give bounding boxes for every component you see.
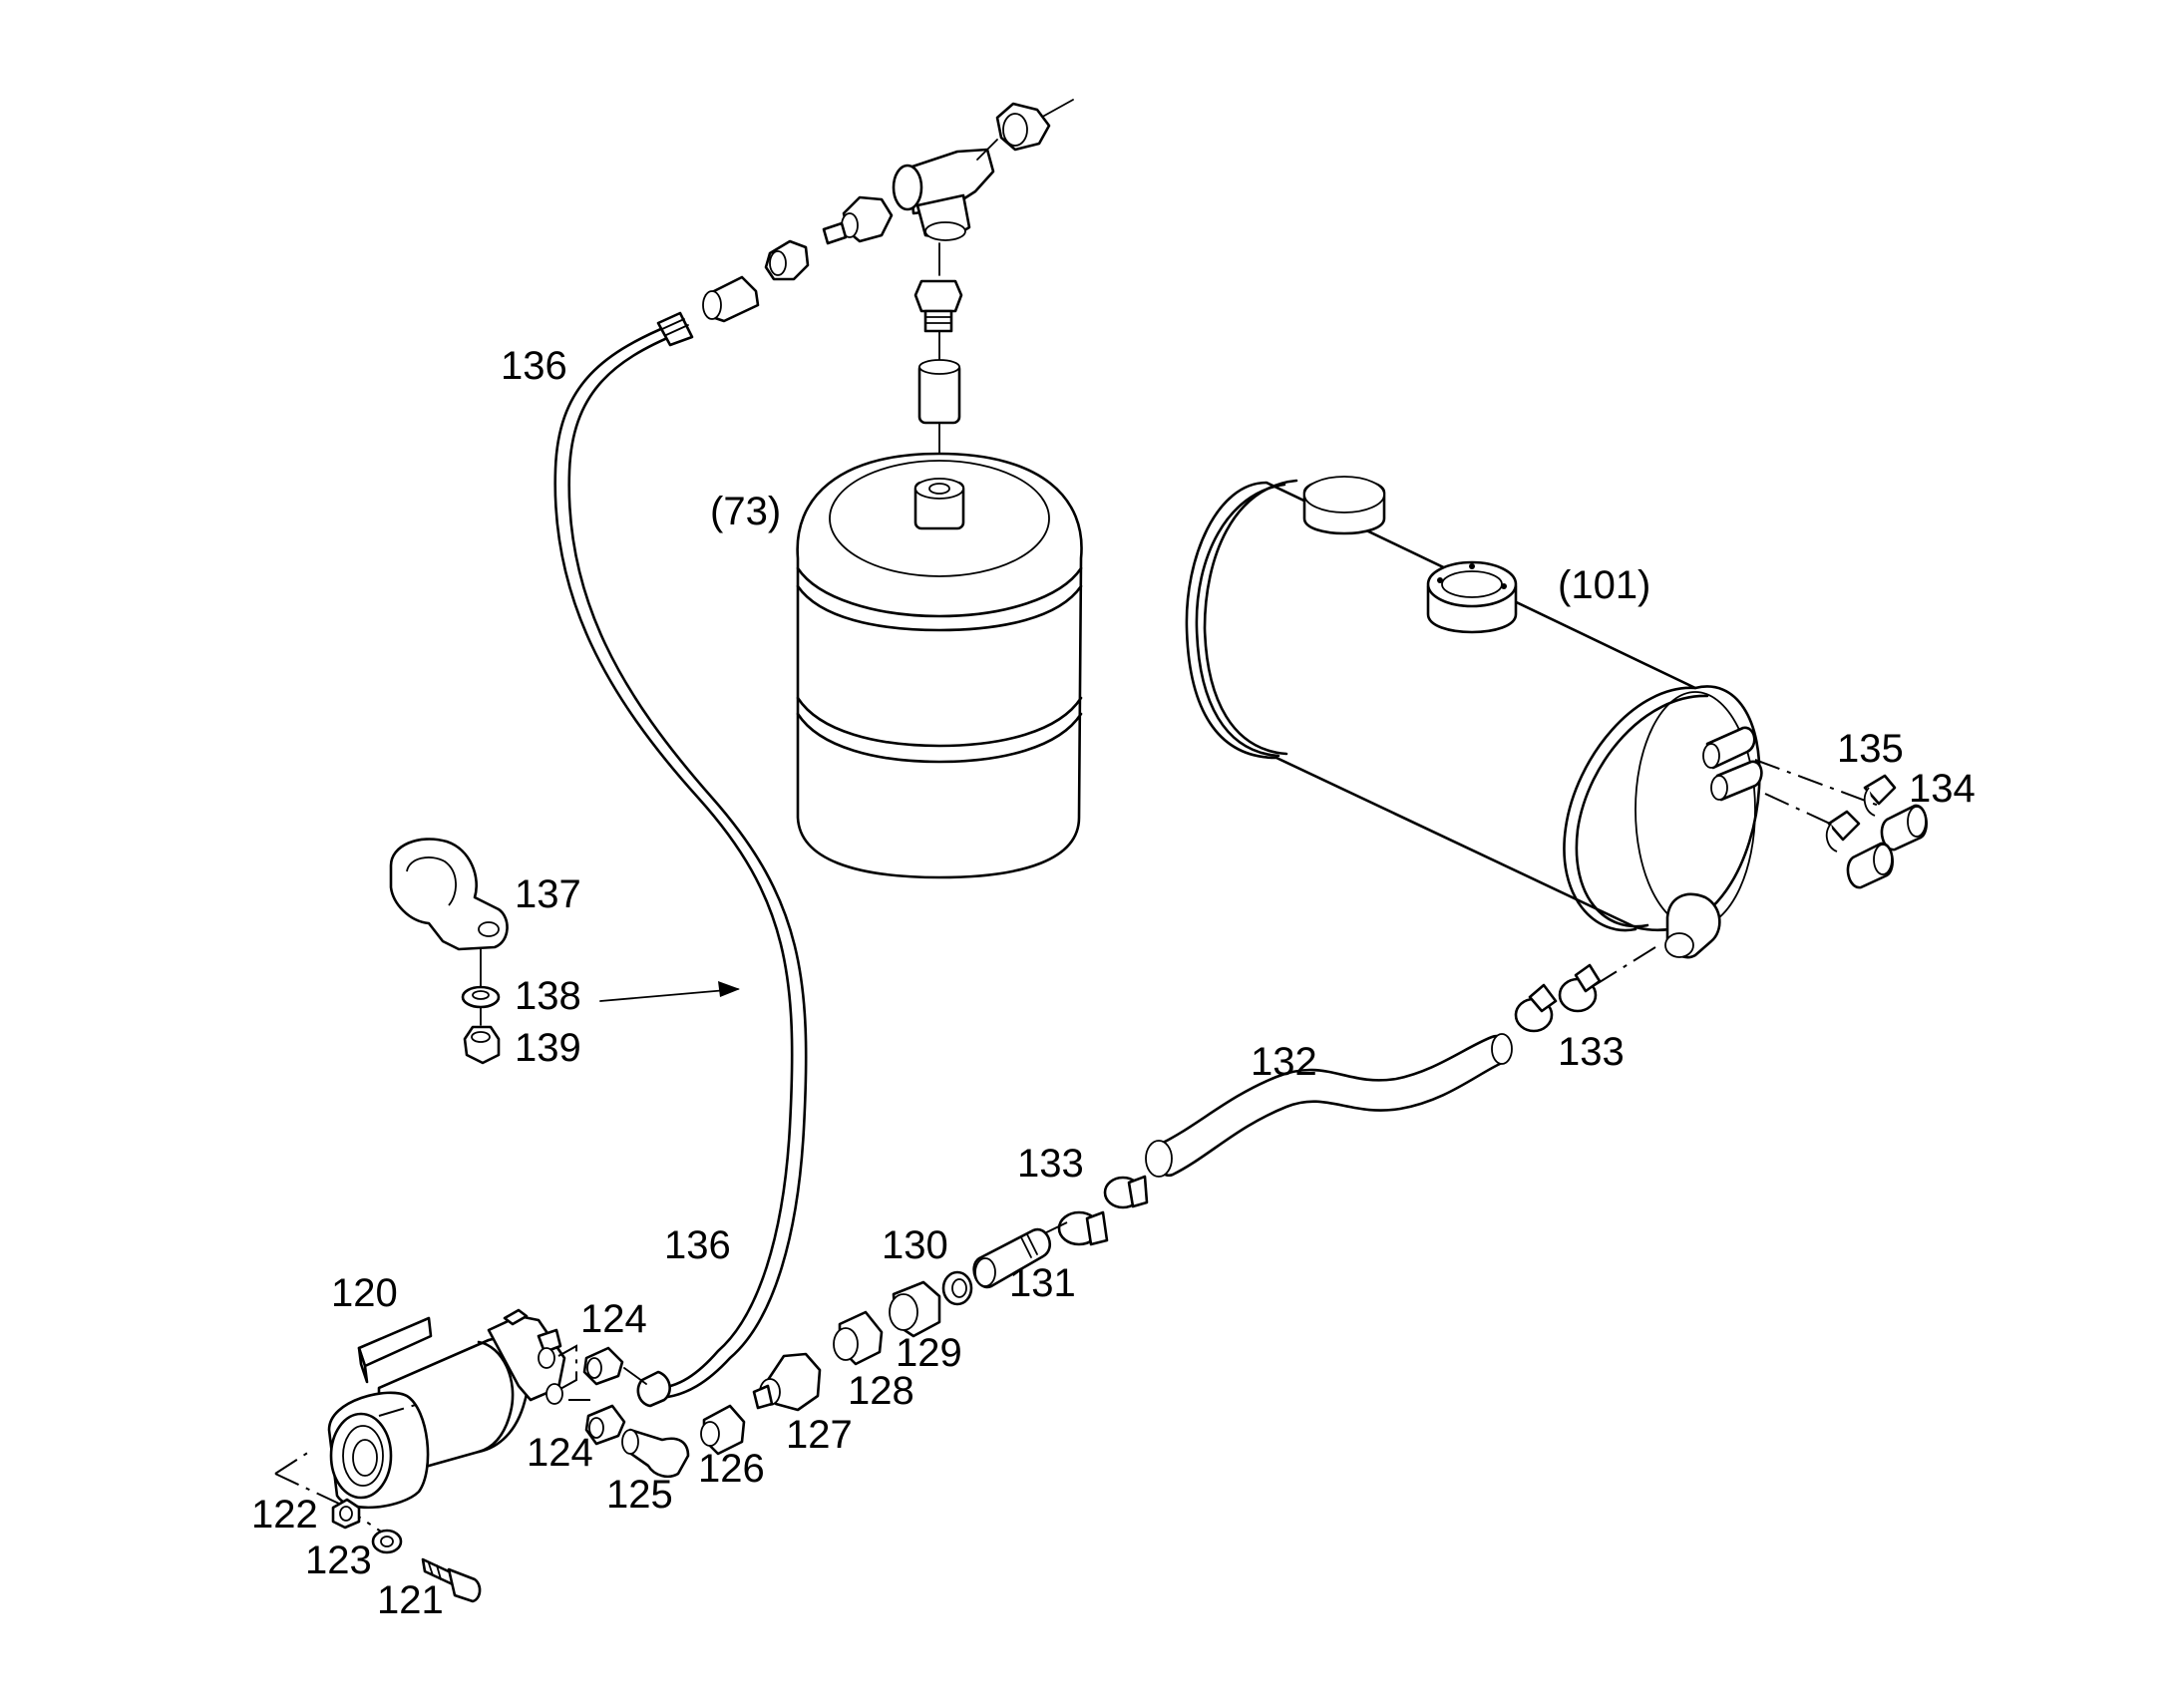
pump-120 bbox=[274, 1308, 647, 1603]
label-125: 125 bbox=[606, 1473, 673, 1517]
label-124-lower: 124 bbox=[527, 1431, 593, 1475]
tank-73 bbox=[796, 452, 1083, 879]
label-128: 128 bbox=[848, 1369, 914, 1413]
parts-134-135 bbox=[1754, 759, 1928, 889]
tank-101 bbox=[1185, 476, 1763, 959]
part-labels: 120 121 122 123 124 124 125 126 127 128 … bbox=[251, 344, 1976, 1622]
label-101: (101) bbox=[1558, 563, 1650, 607]
label-124-upper: 124 bbox=[580, 1297, 647, 1341]
label-123: 123 bbox=[305, 1538, 372, 1582]
label-136-upper: 136 bbox=[501, 344, 567, 388]
label-121: 121 bbox=[377, 1578, 444, 1622]
label-131: 131 bbox=[1009, 1261, 1076, 1305]
hose-132 bbox=[1057, 946, 1656, 1246]
fittings-126-131 bbox=[621, 1221, 1068, 1479]
label-127: 127 bbox=[786, 1413, 853, 1457]
label-139: 139 bbox=[515, 1026, 581, 1070]
label-132: 132 bbox=[1251, 1040, 1317, 1084]
hose-136 bbox=[553, 323, 808, 1400]
label-126: 126 bbox=[698, 1447, 765, 1491]
label-120: 120 bbox=[331, 1271, 398, 1315]
label-133-lower: 133 bbox=[1017, 1142, 1084, 1186]
top-fitting-chain bbox=[656, 99, 1074, 466]
label-73: (73) bbox=[710, 490, 781, 533]
label-133-upper: 133 bbox=[1558, 1030, 1625, 1074]
label-135: 135 bbox=[1837, 727, 1904, 771]
label-129: 129 bbox=[896, 1331, 962, 1375]
label-130: 130 bbox=[882, 1223, 948, 1267]
label-136-lower: 136 bbox=[664, 1223, 731, 1267]
label-137: 137 bbox=[515, 872, 581, 916]
label-122: 122 bbox=[251, 1493, 318, 1537]
label-138: 138 bbox=[515, 974, 581, 1018]
label-134: 134 bbox=[1909, 767, 1976, 811]
clamp-137-group bbox=[389, 838, 740, 1065]
